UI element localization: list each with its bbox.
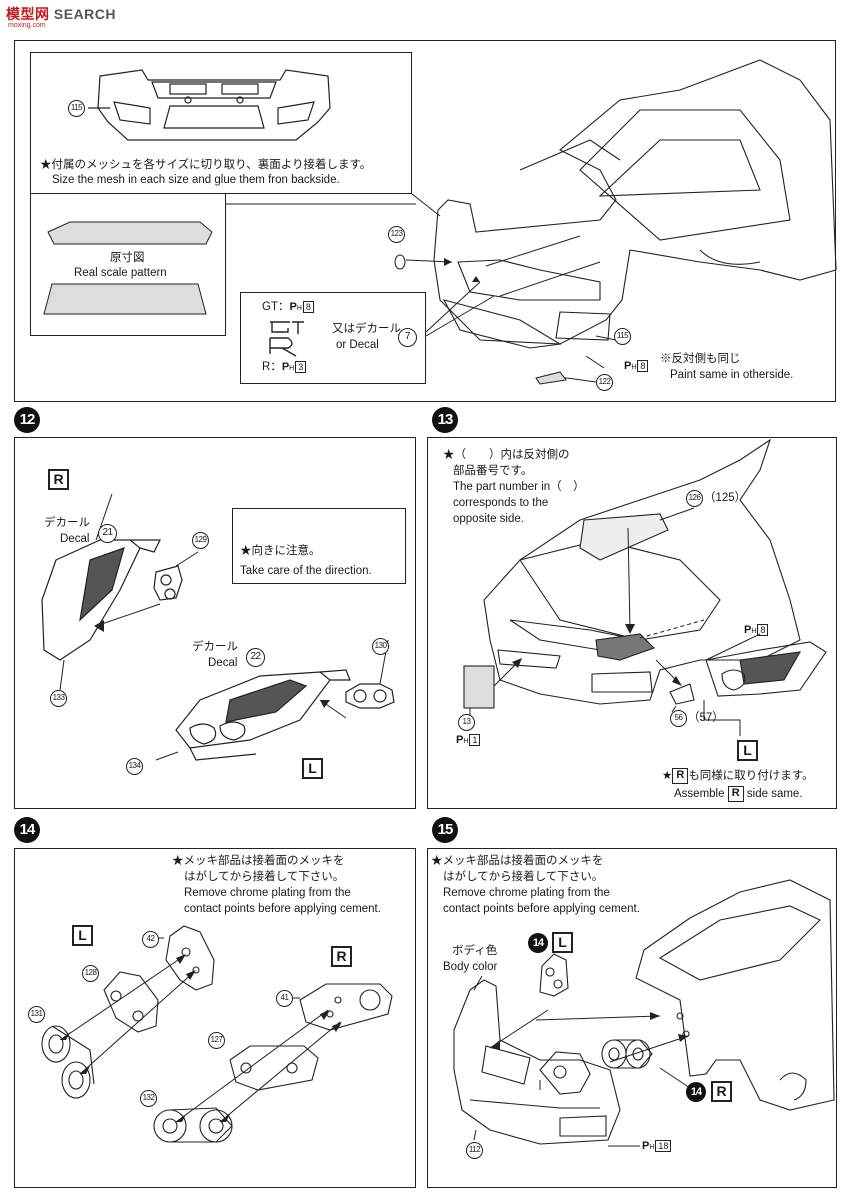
step14-note-en2: contact points before applying cement. — [184, 903, 381, 915]
pattern-title-jp: 原寸図 — [110, 252, 145, 264]
part-126-label: 126 — [686, 490, 703, 507]
decal-22-jp: デカール — [192, 641, 238, 653]
step14-note-jp1: ★メッキ部品は接着面のメッキを — [172, 855, 345, 867]
paint-note-en: Paint same in otherside. — [670, 369, 794, 381]
step15-note-jp2: はがしてから接着して下さい。 — [443, 871, 604, 883]
sub-step-14-badge-l: 14 — [528, 933, 548, 953]
watermark-url: moxing.com — [8, 22, 46, 29]
mesh-instruction-en: Size the mesh in each size and glue them… — [52, 174, 340, 186]
watermark-logo: 模型网 SEARCH — [6, 6, 117, 22]
step13-note-en2: corresponds to the — [453, 497, 549, 509]
step-13-panel — [427, 437, 837, 809]
part-130-label: 130 — [372, 638, 389, 655]
step13-l-box: L — [737, 740, 758, 761]
or-decal-en: or Decal — [336, 339, 379, 351]
sub-step-14-badge-r: 14 — [686, 1082, 706, 1102]
or-decal-jp: 又はデカール — [332, 323, 401, 335]
part-112-label: 112 — [466, 1142, 483, 1159]
step12-l-box: L — [302, 758, 323, 779]
decal-22-label: 22 — [246, 648, 265, 667]
step-13-badge: 13 — [432, 407, 458, 433]
step13-note-jp1: ★（ ）内は反対側の — [443, 449, 570, 461]
body-color-en: Body color — [443, 961, 498, 973]
part-57-label: （57） — [688, 712, 724, 724]
step15-r-box: R — [711, 1081, 732, 1102]
part-41-label: 41 — [276, 990, 293, 1007]
step12-r-box: R — [48, 469, 69, 490]
part-132-label: 132 — [140, 1090, 157, 1107]
step-14-badge: 14 — [14, 817, 40, 843]
caution-en: Take care of the direction. — [240, 565, 372, 577]
part-13-label: 13 — [458, 714, 475, 731]
part-122-label: 122 — [596, 374, 613, 391]
paint-note-jp: ※反対側も同じ — [660, 353, 741, 365]
decal-22-en: Decal — [208, 657, 238, 669]
part-131-label: 131 — [28, 1006, 45, 1023]
step15-note-jp1: ★メッキ部品は接着面のメッキを — [431, 855, 604, 867]
decal-21-jp: デカール — [44, 517, 90, 529]
step13-note-en1: The part number in（ ） — [453, 481, 585, 493]
part-115b-label: 115 — [614, 328, 631, 345]
part-133-label: 133 — [50, 690, 67, 707]
part-125-label: （125） — [704, 492, 747, 504]
step13-r-note-en: Assemble R side same. — [674, 786, 803, 802]
step-12-badge: 12 — [14, 407, 40, 433]
step13-note-jp2: 部品番号です。 — [453, 465, 533, 477]
step13-note-en3: opposite side. — [453, 513, 524, 525]
body-color-jp: ボディ色 — [452, 945, 498, 957]
part-56-label: 56 — [670, 710, 687, 727]
decal-21-en: Decal — [60, 533, 90, 545]
part-127-label: 127 — [208, 1032, 225, 1049]
step15-l-box: L — [552, 932, 573, 953]
step-14-panel — [14, 848, 416, 1188]
mesh-info-box — [30, 52, 412, 194]
mesh-instruction-jp: ★付属のメッシュを各サイズに切り取り、裏面より接着します。 — [40, 159, 372, 171]
decal-21-label: 21 — [98, 524, 117, 543]
part-115-label: 115 — [68, 100, 85, 117]
step14-l-box: L — [72, 925, 93, 946]
step-12-panel — [14, 437, 416, 809]
caution-box — [232, 508, 406, 584]
step-15-badge: 15 — [432, 817, 458, 843]
pattern-title-en: Real scale pattern — [74, 267, 167, 279]
step15-note-en2: contact points before applying cement. — [443, 903, 640, 915]
part-129-label: 129 — [192, 532, 209, 549]
part-134-label: 134 — [126, 758, 143, 775]
step14-note-jp2: はがしてから接着して下さい。 — [184, 871, 345, 883]
part-128-label: 128 — [82, 965, 99, 982]
part-42-label: 42 — [142, 931, 159, 948]
step14-note-en1: Remove chrome plating from the — [184, 887, 351, 899]
caution-jp: ★向きに注意。 — [240, 545, 321, 557]
step14-r-box: R — [331, 946, 352, 967]
part-123-label: 123 — [388, 226, 405, 243]
decal-7-label: 7 — [398, 328, 417, 347]
step15-note-en1: Remove chrome plating from the — [443, 887, 610, 899]
